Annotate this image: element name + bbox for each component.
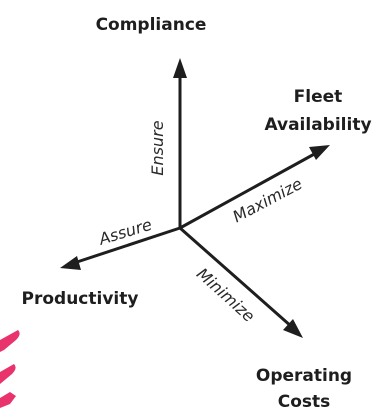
arrowhead-compliance <box>173 58 187 78</box>
axes <box>60 58 330 338</box>
verb-ensure: Ensure <box>148 120 167 175</box>
verb-minimize: Minimize <box>193 264 259 326</box>
node-fleet-availability-line1: Fleet <box>294 87 343 107</box>
brush-stroke-upper <box>0 330 20 352</box>
arrowhead-fleet-availability <box>309 145 330 160</box>
node-fleet-availability-line2: Availability <box>264 115 371 135</box>
verb-assure: Assure <box>96 215 154 249</box>
brush-stroke-middle <box>0 364 16 384</box>
axis-operating-costs <box>178 226 294 329</box>
node-operating-costs-line1: Operating <box>256 366 352 386</box>
decorative-brush-strokes <box>0 330 20 408</box>
arrowhead-operating-costs <box>283 319 303 338</box>
node-productivity: Productivity <box>22 289 139 309</box>
node-compliance: Compliance <box>96 15 207 35</box>
arrowhead-productivity <box>60 256 81 270</box>
axis-productivity <box>72 226 182 265</box>
brush-stroke-lower <box>0 392 16 408</box>
axis-fleet-availability <box>178 150 320 230</box>
verb-maximize: Maximize <box>229 174 305 226</box>
node-operating-costs-line2: Costs <box>278 392 331 412</box>
